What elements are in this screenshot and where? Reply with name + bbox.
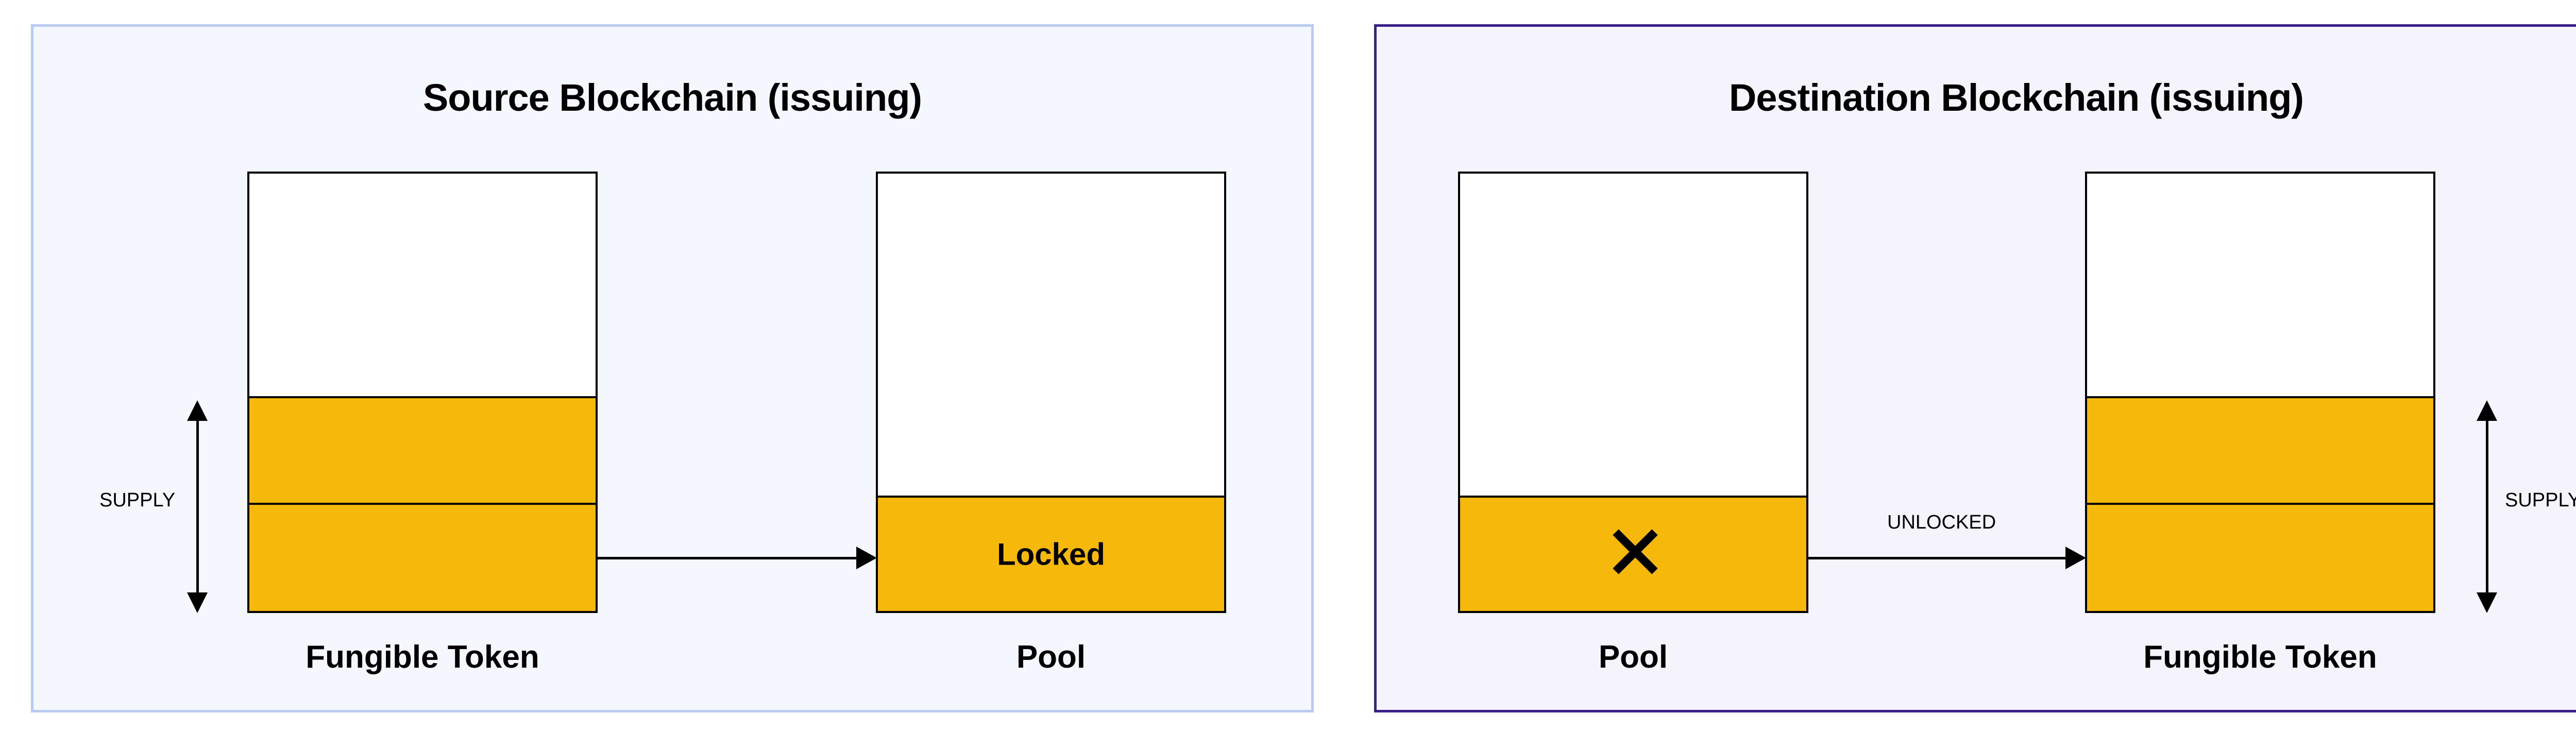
supply-arrow-down-icon: [2477, 592, 2497, 613]
source-pool-container: Locked: [876, 172, 1226, 613]
source-supply-label: SUPPLY: [99, 489, 176, 511]
supply-arrow-line: [2486, 415, 2488, 600]
destination-token-container: [2085, 172, 2435, 613]
source-pool-label: Pool: [1016, 639, 1086, 675]
source-token-label: Fungible Token: [306, 639, 539, 675]
arrow-right-icon: [2065, 547, 2086, 569]
supply-arrow-down-icon: [187, 592, 208, 613]
x-icon: [1613, 529, 1658, 574]
source-title: Source Blockchain (issuing): [422, 76, 922, 119]
destination-token-supply-divider: [2087, 503, 2433, 611]
source-pool-locked-fill: Locked: [878, 496, 1224, 611]
unlocked-label: UNLOCKED: [1887, 512, 1996, 533]
source-token-container: [247, 172, 598, 613]
unlock-arrow-line: [1808, 557, 2071, 559]
lock-arrow-line: [598, 557, 860, 559]
locked-label: Locked: [996, 537, 1106, 572]
destination-pool-container: [1458, 172, 1808, 613]
supply-arrow-line: [196, 415, 199, 600]
destination-token-label: Fungible Token: [2143, 639, 2377, 675]
destination-title: Destination Blockchain (issuing): [1728, 76, 2304, 119]
destination-supply-label: SUPPLY: [2505, 489, 2576, 511]
destination-pool-fill: [1460, 496, 1806, 611]
source-token-supply-divider: [249, 503, 596, 611]
destination-pool-label: Pool: [1598, 639, 1668, 675]
arrow-right-icon: [856, 547, 877, 569]
